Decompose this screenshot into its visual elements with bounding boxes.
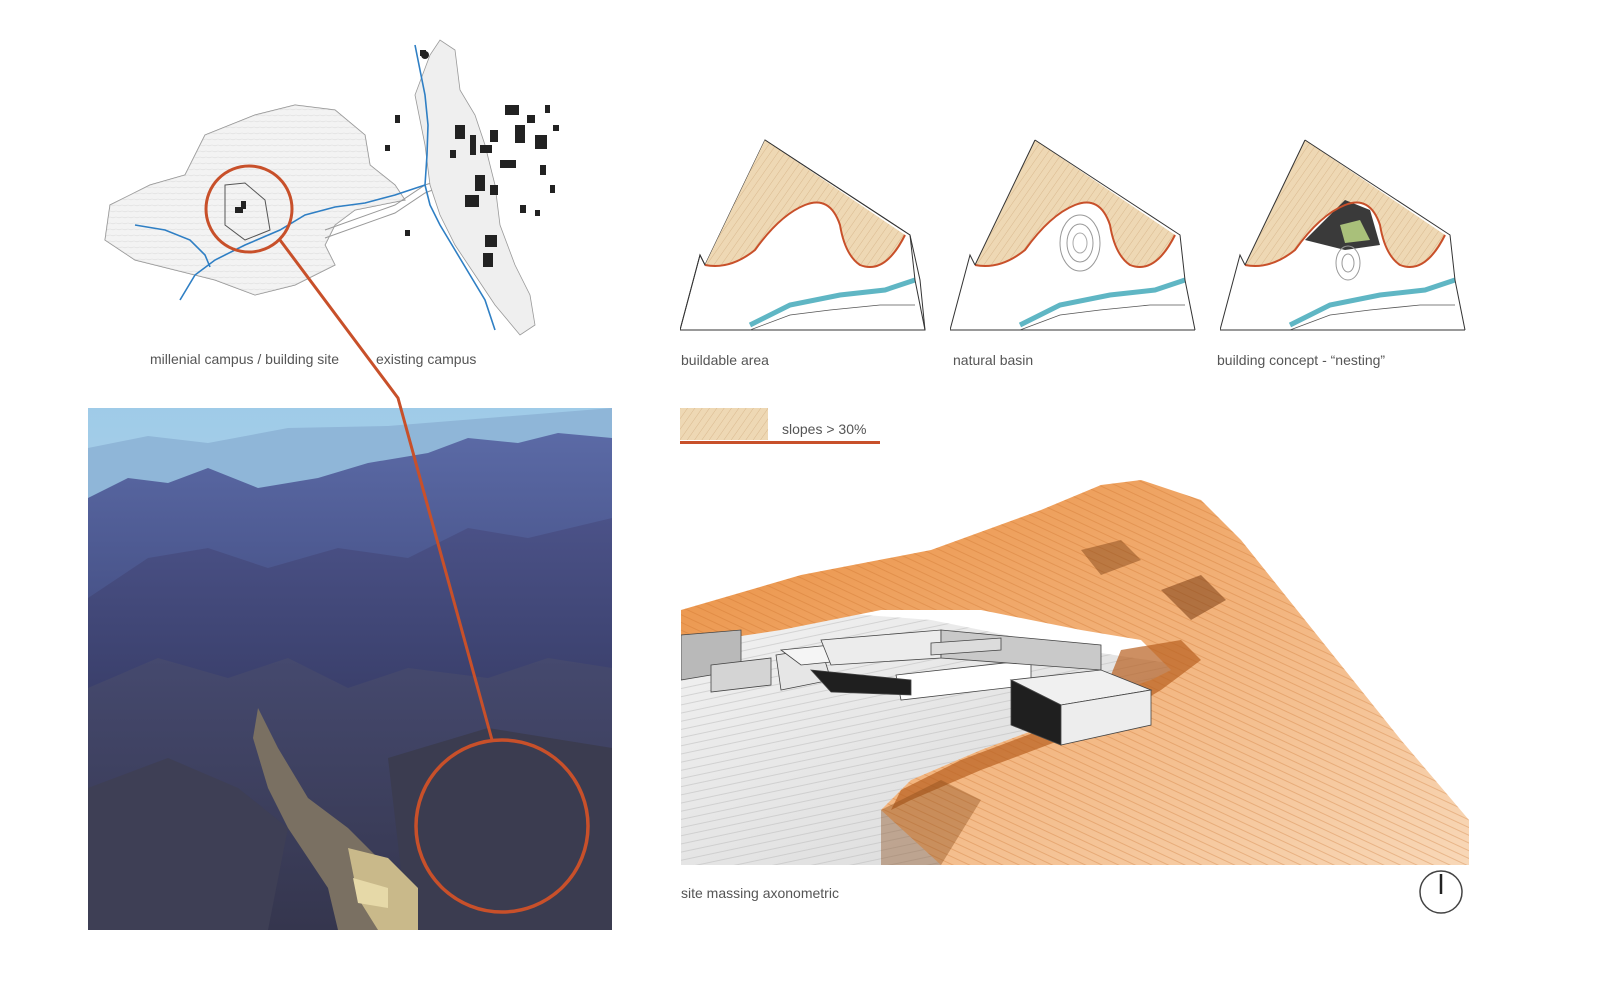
site-massing-axonometric [681,480,1469,865]
caption-existing-campus: existing campus [376,351,477,367]
site-highlight-circle [204,164,294,254]
north-arrow-icon [1417,868,1465,916]
legend-slopes: slopes > 30% [680,408,900,448]
caption-building-concept: building concept - “nesting” [1217,352,1386,368]
diagram-buildable-area [680,135,940,335]
diagram-natural-basin [950,135,1210,335]
site-plan-map [95,35,565,355]
aerial-photo [88,408,612,930]
site-photo-circle [414,738,590,914]
caption-millenial-campus: millenial campus / building site [150,351,340,367]
diagram-building-concept [1220,135,1480,335]
caption-natural-basin: natural basin [953,352,1034,368]
caption-site-massing: site massing axonometric [681,885,839,901]
legend-slopes-label: slopes > 30% [782,421,867,437]
caption-buildable-area: buildable area [681,352,769,368]
building-massing [681,629,1153,746]
legend-red-line [680,441,880,444]
